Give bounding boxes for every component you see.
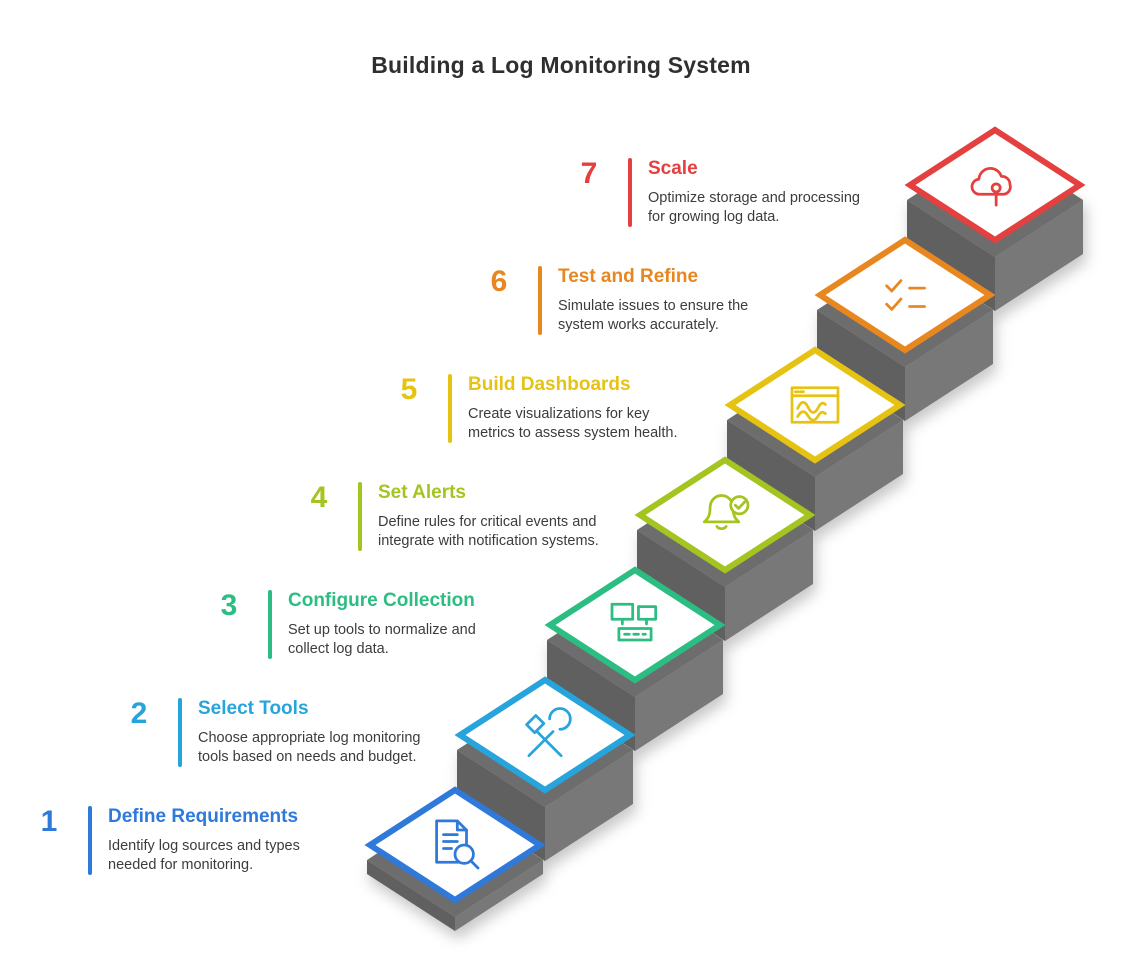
page-title: Building a Log Monitoring System	[371, 52, 751, 78]
